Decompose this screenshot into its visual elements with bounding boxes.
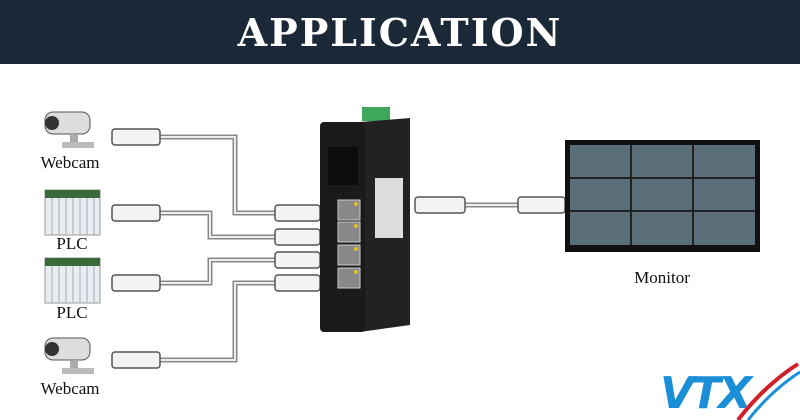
connector-icon: [111, 274, 161, 292]
label-plc-2: PLC: [56, 303, 88, 322]
connector-icon: [274, 251, 321, 269]
industrial-switch: [320, 107, 410, 332]
plc-icon: [44, 257, 101, 304]
connector-icon: [274, 204, 321, 222]
connector-icon: [274, 228, 321, 246]
webcam-icon: [44, 337, 94, 374]
page-title: APPLICATION: [237, 9, 563, 55]
monitor-icon: [565, 140, 760, 252]
cable-webcam-top: [160, 134, 275, 216]
label-monitor: Monitor: [634, 268, 690, 287]
connector-icon: [111, 204, 161, 222]
label-webcam-top: Webcam: [40, 153, 100, 172]
connector-icon: [111, 351, 161, 369]
connector-icon: [111, 128, 161, 146]
vtx-logo: VTX: [660, 368, 752, 419]
label-plc-1: PLC: [56, 234, 88, 253]
connector-icon: [274, 274, 321, 292]
logo-text: VTX: [660, 368, 752, 419]
cable-webcam-bottom: [160, 280, 275, 363]
cable-plc-2: [160, 257, 275, 286]
webcam-icon: [44, 111, 94, 148]
header-banner: APPLICATION: [0, 0, 800, 64]
plc-icon: [44, 189, 101, 236]
connector-icon: [414, 196, 466, 214]
rj45-connectors: [111, 128, 566, 369]
cable-plc-1: [160, 210, 275, 240]
connector-icon: [517, 196, 566, 214]
label-webcam-bottom: Webcam: [40, 379, 100, 398]
